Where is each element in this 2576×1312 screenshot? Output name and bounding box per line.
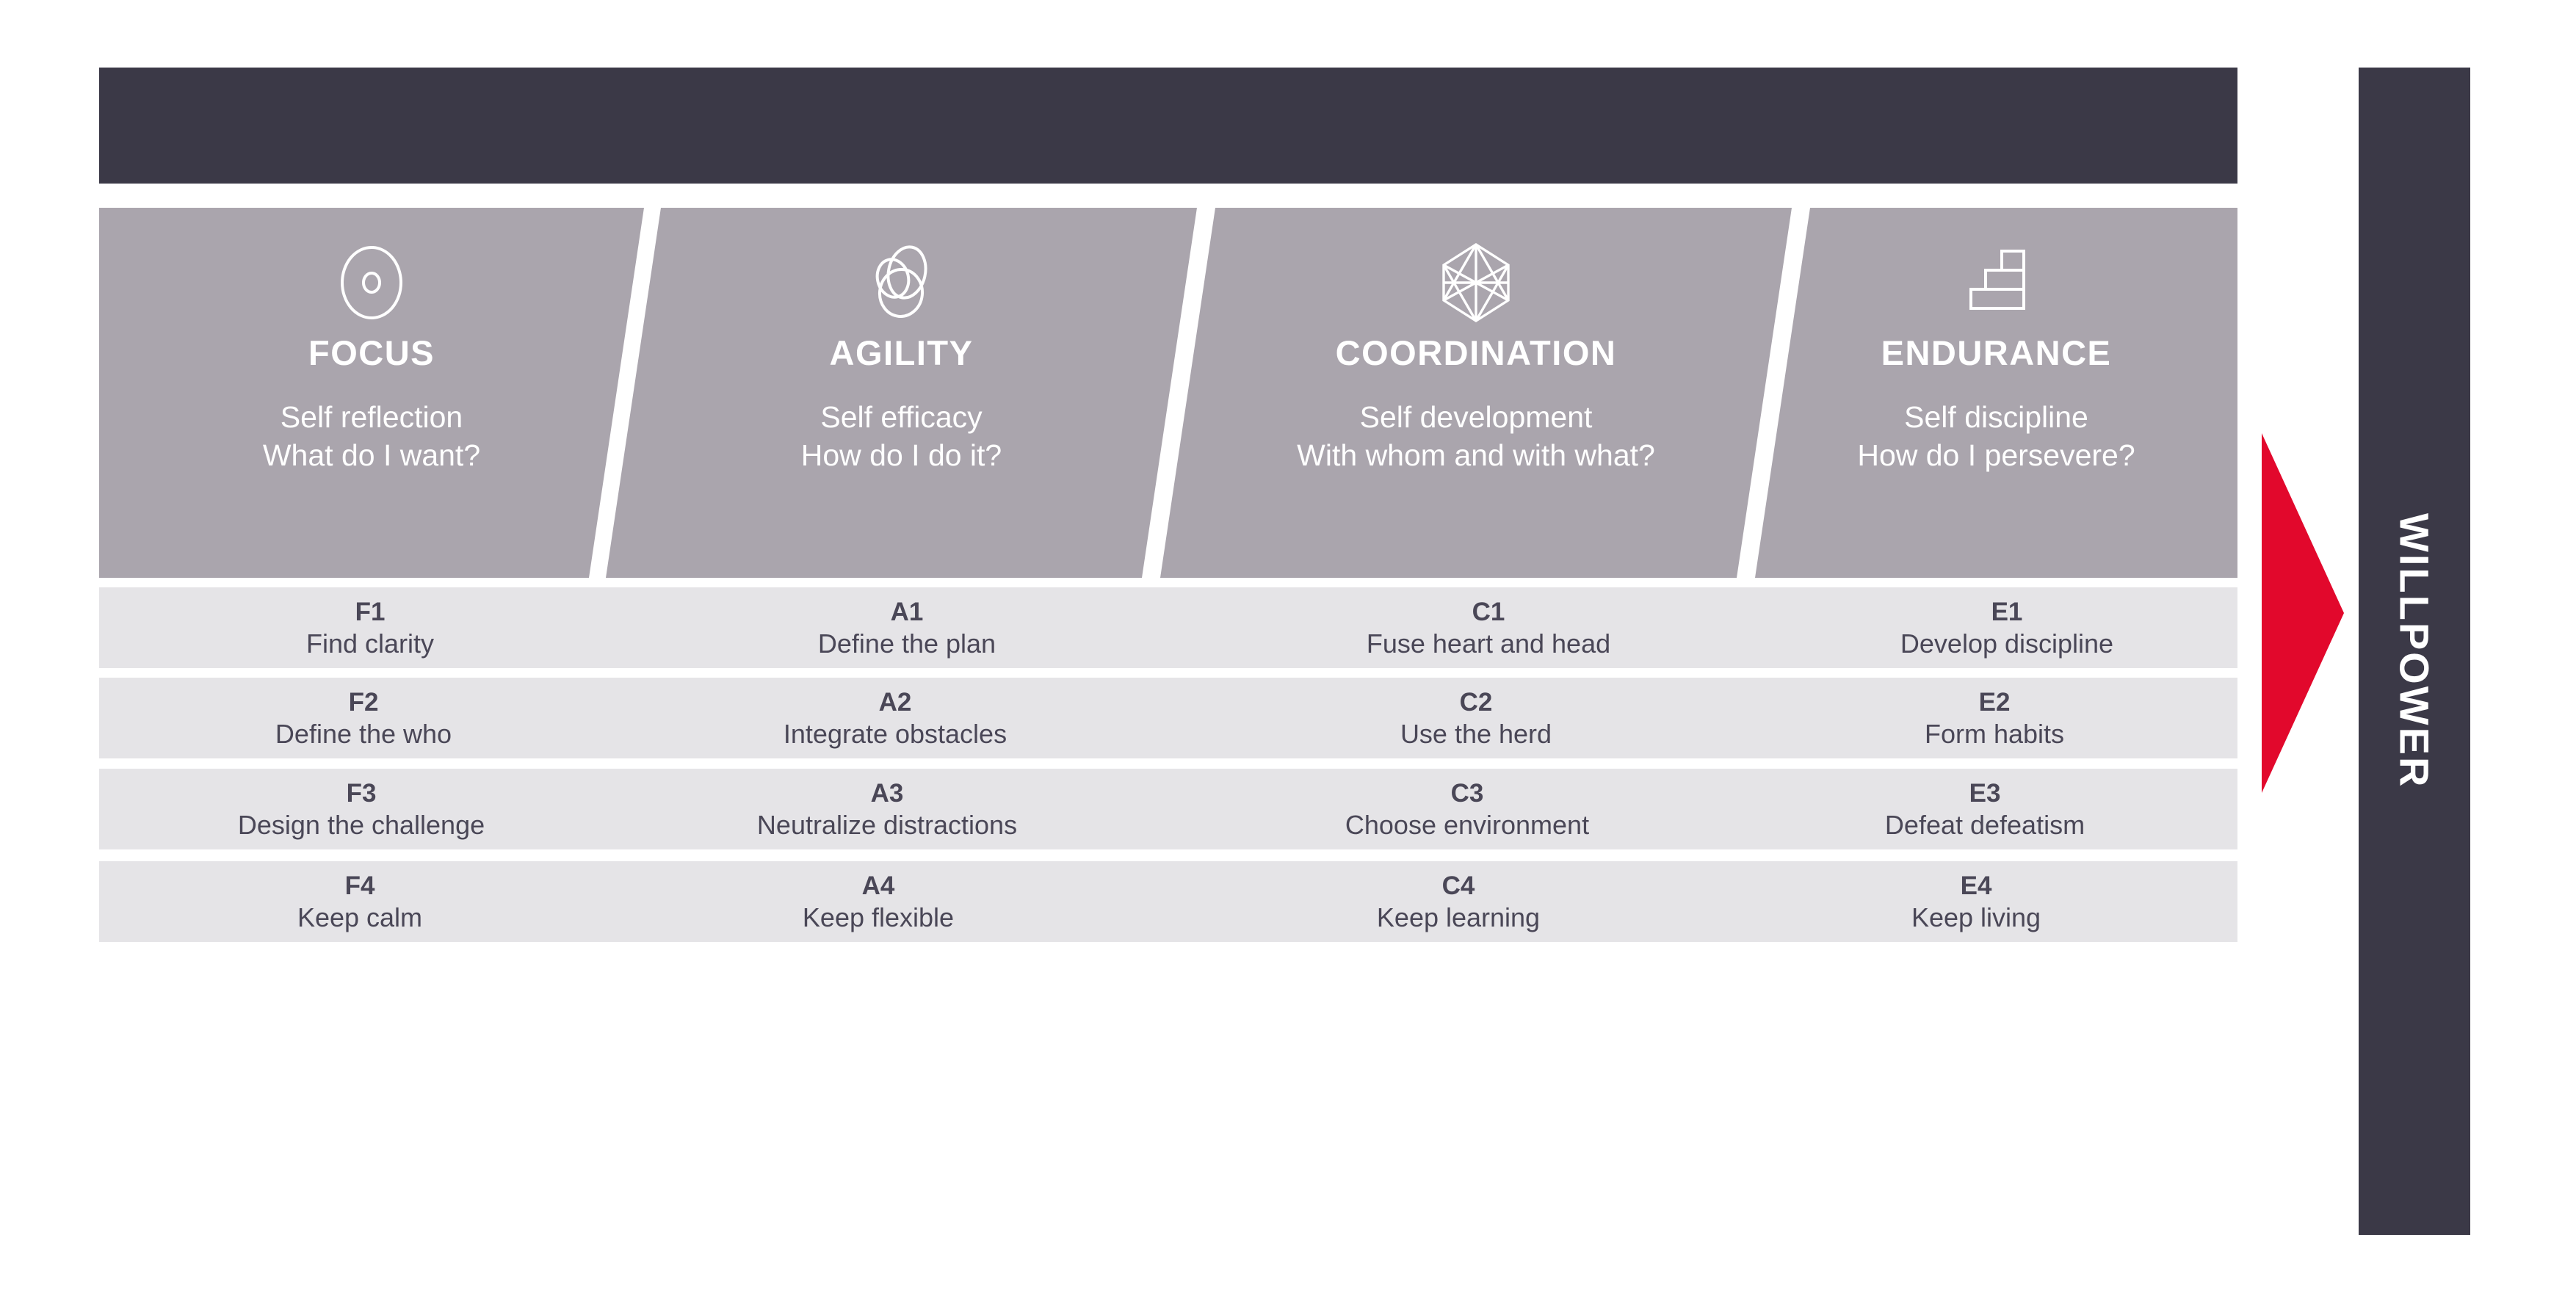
cell-code: C1: [1472, 597, 1505, 626]
cell-code: F4: [344, 871, 375, 900]
pillar-subtitle: Self development With whom and with what…: [1297, 398, 1655, 475]
grid-cell-f2[interactable]: F2 Define the who: [99, 678, 643, 758]
cell-label: Fuse heart and head: [1366, 628, 1611, 659]
cell-code: E2: [1978, 687, 2011, 717]
cell-code: F3: [346, 778, 377, 808]
willpower-bar: WILLPOWER: [2359, 68, 2470, 1235]
cell-code: C3: [1450, 778, 1484, 808]
pillar-title: AGILITY: [829, 333, 974, 372]
grid-cell-f3[interactable]: F3 Design the challenge: [99, 769, 644, 849]
grid-cell-c3[interactable]: C3 Choose environment: [1151, 769, 1804, 849]
pillar-header-band: FOCUS Self reflection What do I want? AG…: [99, 208, 2237, 578]
pillar-title: COORDINATION: [1335, 333, 1617, 372]
cell-label: Use the herd: [1400, 718, 1552, 749]
cell-code: C2: [1459, 687, 1493, 717]
cell-label: Form habits: [1924, 718, 2065, 749]
target-circle-icon: [336, 240, 407, 325]
grid-cell-e3[interactable]: E3 Defeat defeatism: [1753, 769, 2237, 849]
grid-cell-e4[interactable]: E4 Keep living: [1741, 861, 2237, 942]
grid-row: F2 Define the who A2 Integrate obstacles…: [99, 678, 2237, 758]
grid-cell-a2[interactable]: A2 Integrate obstacles: [604, 678, 1201, 758]
pillar-subtitle-line2: How do I persevere?: [1857, 438, 2135, 473]
cell-code: A1: [890, 597, 924, 626]
cell-code: F2: [348, 687, 379, 717]
cell-label: Integrate obstacles: [783, 718, 1007, 749]
grid-cell-f4[interactable]: F4 Keep calm: [99, 861, 647, 942]
pillar-focus[interactable]: FOCUS Self reflection What do I want?: [99, 208, 644, 578]
pillar-title: FOCUS: [308, 333, 435, 372]
pillar-subtitle-line1: Self reflection: [280, 400, 463, 434]
pillar-agility[interactable]: AGILITY Self efficacy How do I do it?: [606, 208, 1197, 578]
pillar-subtitle-line1: Self efficacy: [820, 400, 983, 434]
cell-label: Develop discipline: [1900, 628, 2114, 659]
cell-label: Defeat defeatism: [1884, 809, 2085, 840]
cell-label: Keep learning: [1376, 902, 1541, 932]
overlapping-leaves-icon: [861, 240, 942, 325]
willpower-label: WILLPOWER: [2391, 513, 2438, 789]
stairs-icon: [1956, 240, 2037, 325]
pillar-subtitle-line2: How do I do it?: [800, 438, 1002, 473]
grid-cell-c2[interactable]: C2 Use the herd: [1162, 678, 1804, 758]
cell-label: Define the plan: [817, 628, 996, 659]
pillar-coordination[interactable]: COORDINATION Self development With whom …: [1160, 208, 1792, 578]
cell-label: Keep calm: [297, 902, 423, 932]
cell-label: Find clarity: [305, 628, 435, 659]
pillar-title: ENDURANCE: [1881, 333, 2112, 372]
pillar-subtitle: Self discipline How do I persevere?: [1857, 398, 2135, 475]
practice-grid: F1 Find clarity A1 Define the plan C1 Fu…: [99, 587, 2237, 947]
cell-label: Design the challenge: [237, 809, 485, 840]
cell-code: E1: [1991, 597, 2023, 626]
grid-cell-a1[interactable]: A1 Define the plan: [613, 587, 1201, 668]
cell-label: Neutralize distractions: [756, 809, 1018, 840]
grid-cell-a4[interactable]: A4 Keep flexible: [581, 861, 1202, 942]
top-banner: [99, 68, 2237, 184]
cell-code: A3: [870, 778, 904, 808]
cell-code: A4: [861, 871, 895, 900]
grid-row: F4 Keep calm A4 Keep flexible C4 Keep le…: [99, 861, 2237, 942]
pillar-subtitle-line2: What do I want?: [262, 438, 481, 473]
cell-code: E3: [1969, 778, 2001, 808]
cell-code: A2: [878, 687, 912, 717]
grid-cell-e2[interactable]: E2 Form habits: [1766, 678, 2237, 758]
grid-cell-c1[interactable]: C1 Fuse heart and head: [1173, 587, 1804, 668]
pillar-endurance[interactable]: ENDURANCE Self discipline How do I perse…: [1755, 208, 2237, 578]
grid-cell-f1[interactable]: F1 Find clarity: [99, 587, 641, 668]
cell-label: Keep flexible: [802, 902, 955, 932]
pillar-subtitle: Self reflection What do I want?: [263, 398, 480, 475]
cell-label: Define the who: [275, 718, 452, 749]
cell-label: Choose environment: [1345, 809, 1590, 840]
pillar-subtitle-line2: With whom and with what?: [1297, 438, 1655, 473]
grid-cell-c4[interactable]: C4 Keep learning: [1139, 861, 1804, 942]
grid-cell-e1[interactable]: E1 Develop discipline: [1776, 587, 2237, 668]
cell-code: E4: [1960, 871, 1992, 900]
grid-row: F3 Design the challenge A3 Neutralize di…: [99, 769, 2237, 849]
grid-row: F1 Find clarity A1 Define the plan C1 Fu…: [99, 587, 2237, 668]
grid-cell-a3[interactable]: A3 Neutralize distractions: [593, 769, 1202, 849]
red-right-arrow-icon: [2262, 433, 2344, 793]
cell-code: F1: [355, 597, 386, 626]
pillar-subtitle: Self efficacy How do I do it?: [801, 398, 1002, 475]
cell-code: C4: [1441, 871, 1475, 900]
cell-label: Keep living: [1911, 902, 2041, 932]
pillar-subtitle-line1: Self development: [1359, 400, 1593, 434]
pillar-subtitle-line1: Self discipline: [1904, 400, 2088, 434]
network-hexagon-icon: [1438, 240, 1514, 325]
